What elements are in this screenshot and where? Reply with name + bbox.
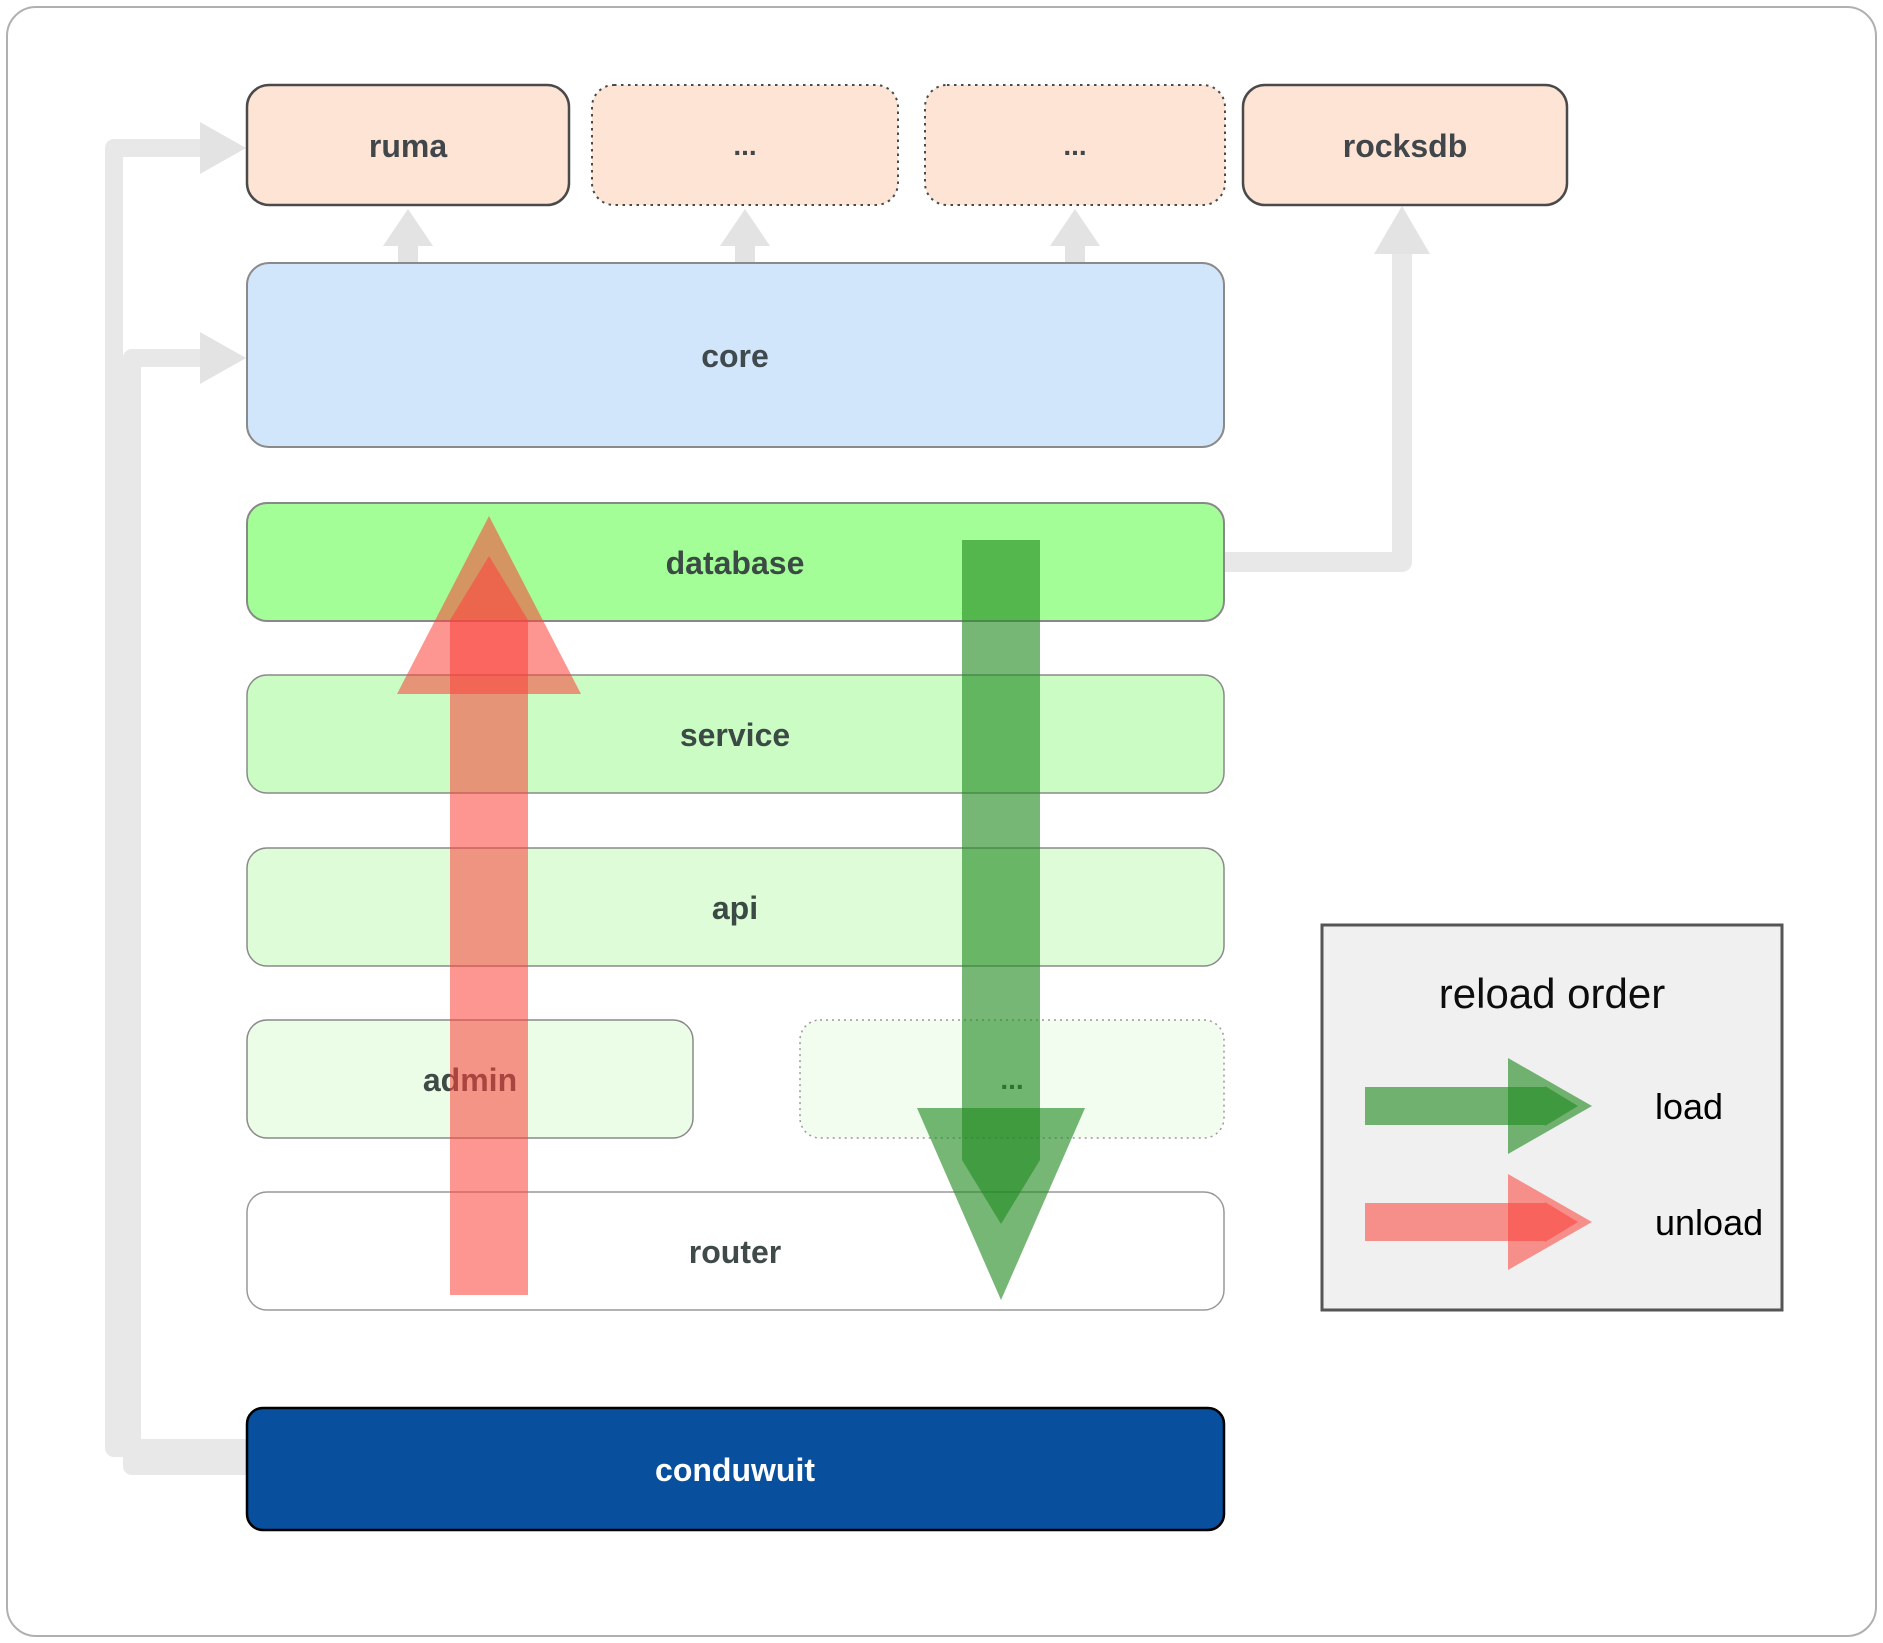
connector-database-to-rocksdb bbox=[1224, 206, 1430, 572]
connector-conduwuit-to-core bbox=[123, 332, 247, 1475]
legend-title: reload order bbox=[1439, 970, 1665, 1017]
connector-conduwuit-to-ruma bbox=[105, 122, 247, 1457]
node-ruma: ruma bbox=[245, 83, 571, 207]
node-database: database bbox=[246, 502, 1225, 622]
node-service: service bbox=[246, 674, 1225, 794]
legend-unload-arrow-head bbox=[1508, 1174, 1592, 1270]
arrow-body bbox=[735, 243, 755, 264]
connector-line bbox=[123, 349, 247, 1475]
unload-arrow-body bbox=[450, 620, 528, 1295]
node-ruma-label: ruma bbox=[369, 128, 447, 164]
legend-load-label: load bbox=[1655, 1086, 1723, 1127]
node-conduwuit: conduwuit bbox=[245, 1406, 1226, 1532]
node-api-label: api bbox=[712, 890, 758, 926]
arrow-core-to-ellipsis1 bbox=[720, 209, 770, 264]
load-arrow-head-icon bbox=[917, 1108, 1085, 1300]
legend: reload order load unload bbox=[1320, 923, 1784, 1312]
node-service-label: service bbox=[680, 717, 790, 753]
load-arrow-body bbox=[962, 540, 1040, 1160]
connector-line bbox=[105, 139, 247, 1457]
node-rocksdb: rocksdb bbox=[1241, 83, 1569, 207]
unload-arrow-marker-icon bbox=[450, 556, 528, 620]
node-core-label: core bbox=[701, 338, 769, 374]
node-rocksdb-label: rocksdb bbox=[1343, 128, 1467, 164]
arrowhead-icon bbox=[383, 209, 433, 246]
node-ellipsis-2: ... bbox=[924, 84, 1226, 206]
arrow-core-to-ellipsis2 bbox=[1050, 209, 1100, 264]
node-core-box bbox=[246, 262, 1225, 448]
node-core: core bbox=[246, 262, 1225, 448]
node-api: api bbox=[246, 847, 1225, 967]
arrowhead-into-rocksdb-icon bbox=[1374, 206, 1430, 254]
node-ellipsis-2-label: ... bbox=[1063, 130, 1086, 161]
node-ruma-box bbox=[245, 83, 571, 207]
arrow-body bbox=[1065, 243, 1085, 264]
unload-arrow bbox=[397, 516, 581, 1295]
node-database-label: database bbox=[666, 545, 805, 581]
arrowhead-icon bbox=[720, 209, 770, 246]
node-ellipsis-1-label: ... bbox=[733, 130, 756, 161]
node-conduwuit-label: conduwuit bbox=[655, 1452, 815, 1488]
legend-unload-arrow-icon bbox=[1365, 1174, 1592, 1270]
node-conduwuit-box bbox=[245, 1406, 1226, 1532]
arrow-core-to-ruma bbox=[383, 209, 433, 264]
node-router-label: router bbox=[689, 1234, 781, 1270]
load-arrow bbox=[917, 540, 1085, 1300]
connector-line bbox=[1224, 252, 1412, 572]
arrowhead-icon bbox=[1050, 209, 1100, 246]
legend-load-arrow-head bbox=[1508, 1058, 1592, 1154]
legend-load-arrow-icon bbox=[1365, 1058, 1592, 1154]
arrowhead-into-ruma-icon bbox=[200, 122, 246, 174]
node-ellipsis-1: ... bbox=[591, 84, 899, 206]
arrow-body bbox=[398, 243, 418, 264]
node-ellipsis-2-box bbox=[924, 84, 1226, 206]
node-rocksdb-box bbox=[1241, 83, 1569, 207]
node-router: router bbox=[246, 1191, 1225, 1311]
legend-unload-label: unload bbox=[1655, 1202, 1763, 1243]
node-ellipsis-1-box bbox=[591, 84, 899, 206]
arrowhead-into-core-icon bbox=[200, 332, 246, 384]
